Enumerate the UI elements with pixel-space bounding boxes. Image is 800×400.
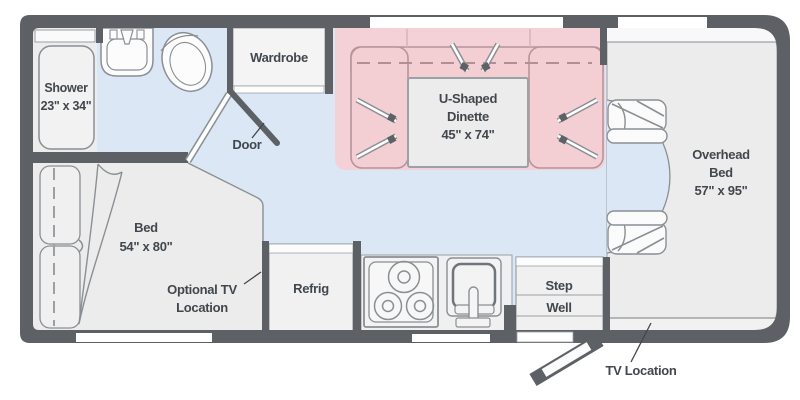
wardrobe-label: Wardrobe bbox=[250, 50, 308, 65]
overhead-bed-label-2: Bed bbox=[709, 165, 733, 180]
dinette-size: 45" x 74" bbox=[441, 127, 494, 142]
bathroom-door bbox=[185, 89, 280, 163]
tv-location-label: TV Location bbox=[605, 363, 676, 378]
step-well-box bbox=[515, 256, 604, 332]
seatbelt-icons bbox=[355, 42, 599, 160]
wardrobe-front bbox=[233, 85, 325, 94]
door-leaf bbox=[228, 89, 280, 146]
bathroom bbox=[33, 27, 213, 152]
bed-floor bbox=[33, 163, 263, 330]
shower-pan bbox=[38, 45, 95, 150]
windshield-band bbox=[607, 28, 777, 42]
entry-door-open-icon bbox=[529, 333, 604, 387]
dinette-label-2: Dinette bbox=[447, 109, 489, 124]
shower-size: 23" x 34" bbox=[41, 99, 92, 113]
dinette-cushion-right bbox=[528, 46, 604, 169]
stove-icon bbox=[363, 256, 439, 328]
step-well-label-2: Well bbox=[546, 300, 571, 315]
overhead-bed-size: 57" x 95" bbox=[694, 183, 747, 198]
dinette-label-1: U-Shaped bbox=[439, 91, 498, 106]
pointer-lines bbox=[243, 122, 652, 363]
window-openings bbox=[76, 17, 707, 343]
bathroom-sink-icon bbox=[100, 27, 154, 77]
dinette-cushion-left bbox=[350, 46, 409, 169]
toilet-icon bbox=[160, 32, 213, 92]
step-well bbox=[515, 256, 604, 332]
kitchen-counter bbox=[360, 254, 513, 332]
passenger-seat-icon bbox=[606, 99, 668, 144]
partition-walls bbox=[20, 28, 610, 331]
bed-area bbox=[33, 162, 264, 330]
bed-cushion-lower bbox=[39, 245, 81, 329]
bed-label: Bed bbox=[134, 220, 158, 235]
optional-tv-label-2: Location bbox=[176, 300, 228, 315]
blanket-fold-lines bbox=[78, 163, 123, 325]
kitchen-sink-icon bbox=[446, 257, 502, 328]
refrig-label: Refrig bbox=[293, 281, 329, 296]
dinette bbox=[335, 28, 605, 170]
optional-tv-label-1: Optional TV bbox=[167, 282, 237, 297]
shower-shelf bbox=[34, 29, 96, 43]
cab-area bbox=[606, 27, 778, 331]
driver-seat-icon bbox=[606, 210, 668, 255]
refrigerator bbox=[268, 243, 354, 332]
front-tv-band bbox=[607, 318, 777, 330]
bed-cushion-upper bbox=[39, 165, 81, 245]
dinette-table bbox=[407, 77, 529, 168]
entry-doorway bbox=[516, 331, 574, 343]
bed-size: 54" x 80" bbox=[119, 239, 172, 254]
step-well-label-1: Step bbox=[546, 278, 573, 293]
shower-label: Shower bbox=[44, 81, 88, 95]
door-label: Door bbox=[232, 137, 261, 152]
overhead-bed-label-1: Overhead bbox=[692, 147, 750, 162]
